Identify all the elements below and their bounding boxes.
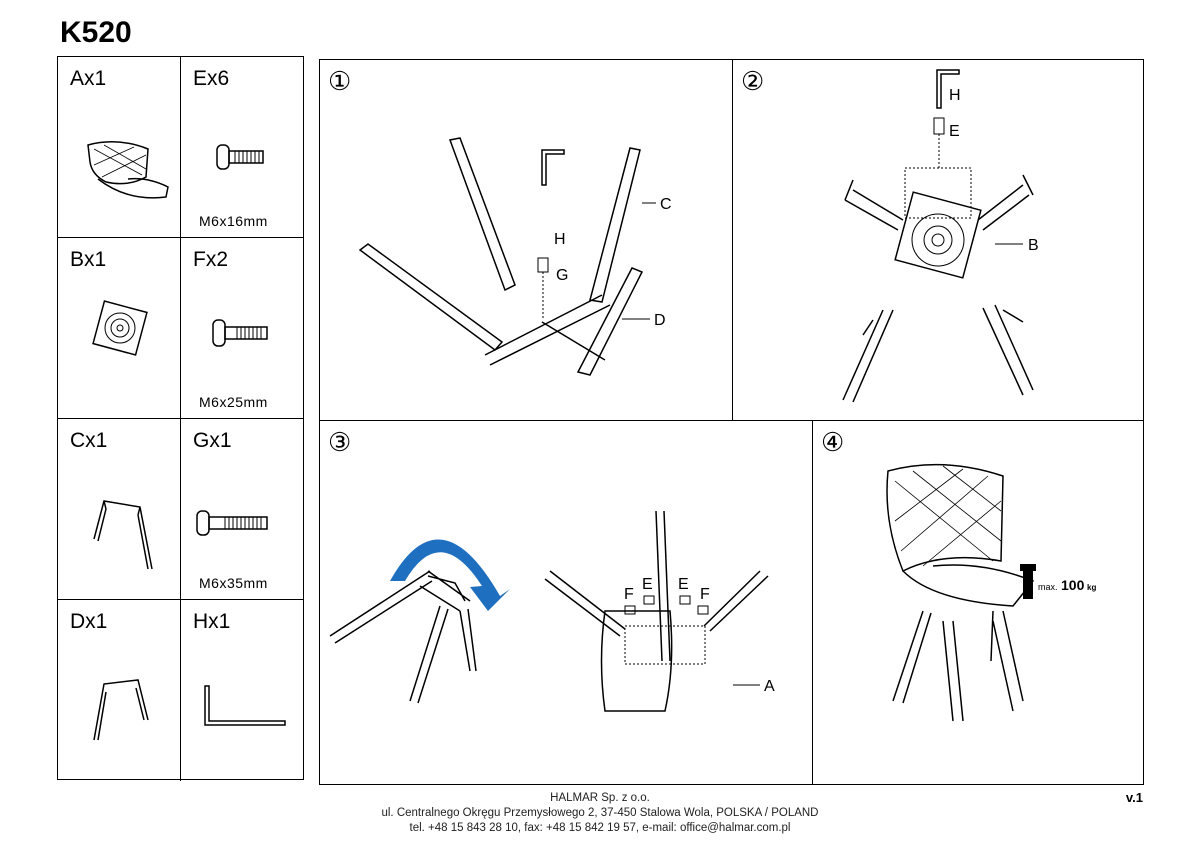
svg-text:E: E [949,123,960,140]
screw-icon [196,510,268,536]
part-g-screw: Gx1 M6x35mm [181,419,304,600]
part-size: M6x16mm [199,213,268,229]
svg-text:max.: max. [1038,582,1058,592]
part-label: Ax1 [70,67,107,90]
svg-text:A: A [764,678,775,695]
part-size: M6x35mm [199,575,268,591]
step-2-illustration: B H E [842,69,1039,403]
parts-list: Ax1 Ex6 M6x16mm Bx1 Fx2 M6x25mm Cx1 Gx1 … [57,56,304,781]
svg-text:C: C [660,196,672,213]
footer: HALMAR Sp. z o.o. ul. Centralnego Okręgu… [0,791,1200,836]
company-name: HALMAR Sp. z o.o. [550,792,650,804]
part-label: Cx1 [70,429,108,452]
part-label: Fx2 [193,248,229,271]
allen-key-icon [204,685,286,726]
screw-icon [216,144,264,170]
swivel-plate-icon [92,300,148,356]
leg-frame-icon [93,679,149,741]
part-size: M6x25mm [199,394,268,410]
step-4-illustration: max. 100 kg [886,463,1096,722]
part-label: Ex6 [193,67,230,90]
step-number: ③ [328,427,352,457]
svg-text:100: 100 [1061,577,1085,593]
part-b-plate: Bx1 [58,238,181,419]
part-label: Bx1 [70,248,107,271]
screw-icon [212,319,268,347]
step-1-illustration: C D H G [358,137,672,376]
seat-icon [87,141,169,199]
svg-text:E: E [678,576,689,593]
assembly-steps: ① C D H G ② B H E ③ [319,59,1144,785]
svg-text:F: F [700,586,710,603]
step-4: ④ max. 100 kg [813,421,1143,784]
part-c-legs: Cx1 [58,419,181,600]
part-label: Hx1 [193,610,231,633]
svg-text:D: D [654,312,666,329]
svg-text:E: E [642,576,653,593]
weight-icon [1023,571,1033,599]
svg-text:kg: kg [1087,583,1096,592]
svg-text:F: F [624,586,634,603]
rotate-arrow-icon [390,539,510,611]
svg-text:G: G [556,267,568,284]
part-label: Dx1 [70,610,108,633]
part-f-screw: Fx2 M6x25mm [181,238,304,419]
step-number: ④ [821,427,845,457]
step-3: ③ F E E F A [320,421,813,784]
part-label: Gx1 [193,429,232,452]
part-a-seat: Ax1 [58,57,181,238]
part-e-screw: Ex6 M6x16mm [181,57,304,238]
step-1: ① C D H G [320,60,733,421]
version-label: v.1 [1125,790,1143,805]
company-contact: tel. +48 15 843 28 10, fax: +48 15 842 1… [409,822,791,834]
step-2: ② B H E [733,60,1143,421]
svg-text:H: H [949,87,961,104]
step-number: ② [741,66,765,96]
part-d-legs: Dx1 [58,600,181,781]
step-3-illustration: F E E F A [329,510,775,712]
part-h-allen-key: Hx1 [181,600,304,781]
step-number: ① [328,66,352,96]
svg-text:B: B [1028,237,1039,254]
company-address: ul. Centralnego Okręgu Przemysłowego 2, … [381,807,819,819]
svg-text:H: H [554,231,566,248]
leg-frame-icon [93,500,153,570]
product-code: K520 [60,16,132,49]
